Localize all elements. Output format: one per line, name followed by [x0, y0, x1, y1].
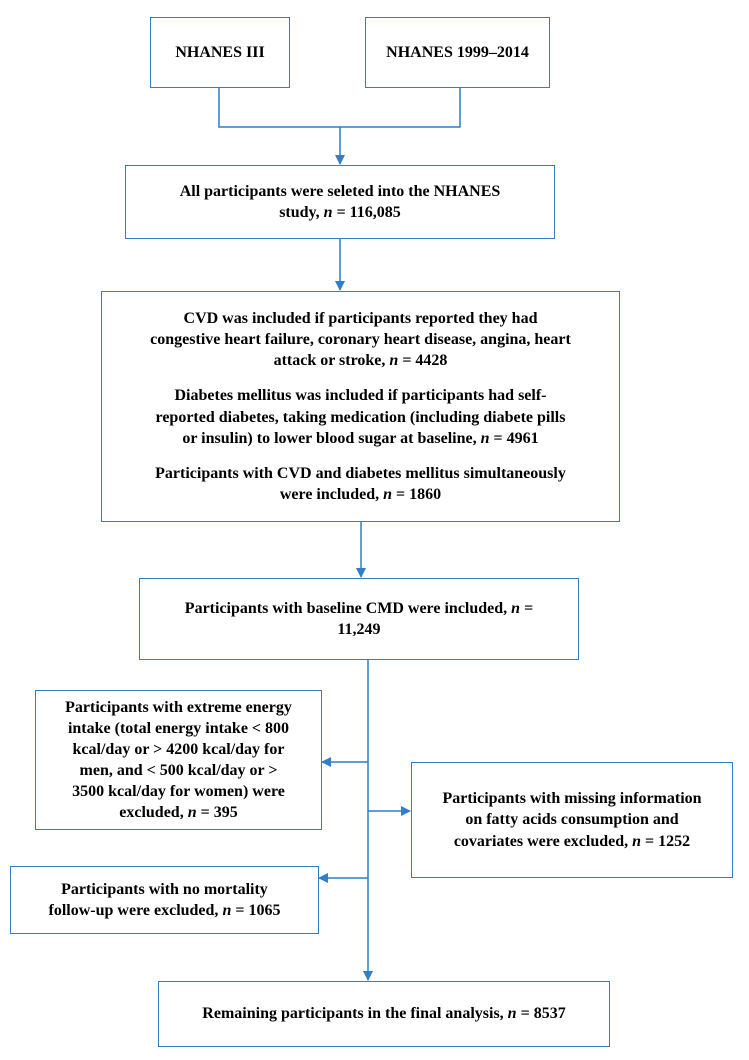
box-nhanes-iii: NHANES III [150, 17, 290, 88]
box-mortality-exclusion-text: Participants with no mortality follow-up… [48, 880, 281, 919]
box-final-analysis-text: Remaining participants in the final anal… [202, 1005, 566, 1023]
box-baseline-cmd-text: Participants with baseline CMD were incl… [184, 599, 534, 638]
box-all-participants-text: All participants were seleted into the N… [179, 182, 501, 221]
box-final-analysis: Remaining participants in the final anal… [158, 981, 610, 1047]
box-nhanes-1999-2014-text: NHANES 1999–2014 [386, 43, 529, 61]
box-baseline-cmd: Participants with baseline CMD were incl… [139, 578, 579, 660]
box-energy-exclusion-text: Participants with extreme energy intake … [65, 698, 292, 822]
criteria-cvd-text: CVD was included if participants reporte… [150, 310, 571, 370]
box-mortality-exclusion: Participants with no mortality follow-up… [10, 866, 319, 934]
box-missing-exclusion-text: Participants with missing information on… [442, 790, 702, 850]
merge-connector [218, 88, 461, 128]
criteria-diabetes-text: Diabetes mellitus was included if partic… [155, 387, 566, 447]
box-nhanes-iii-text: NHANES III [175, 43, 265, 61]
box-energy-exclusion: Participants with extreme energy intake … [35, 690, 322, 830]
box-inclusion-criteria: CVD was included if participants reporte… [101, 291, 620, 522]
criteria-both-text: Participants with CVD and diabetes melli… [155, 464, 566, 503]
box-all-participants: All participants were seleted into the N… [125, 165, 555, 239]
box-missing-exclusion: Participants with missing information on… [411, 762, 733, 878]
box-nhanes-1999-2014: NHANES 1999–2014 [365, 17, 550, 88]
